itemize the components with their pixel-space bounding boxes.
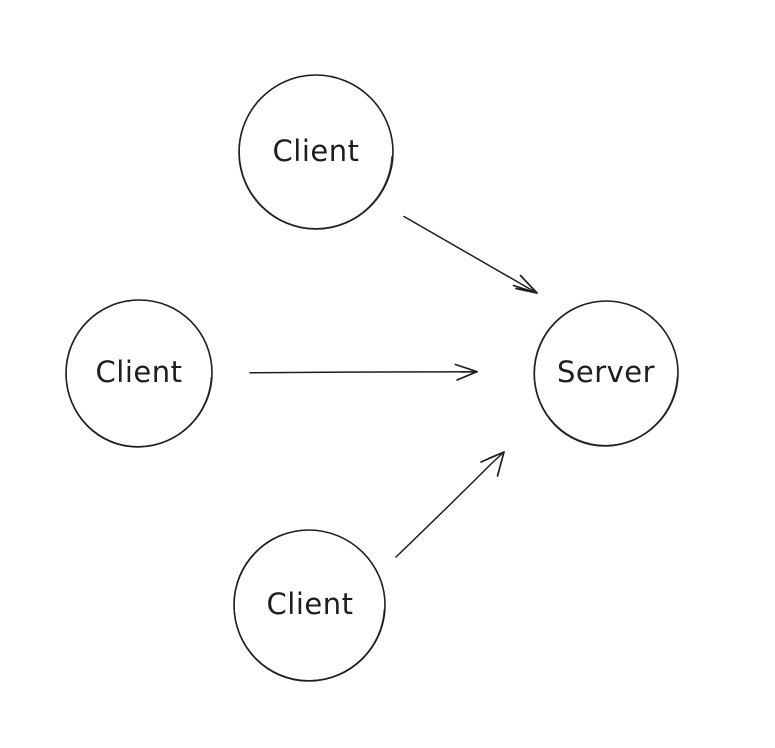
node-label: Client [96, 355, 183, 389]
edge-client-left-to-server[interactable] [249, 363, 478, 381]
edge-line [395, 451, 505, 558]
arrowhead-icon [480, 451, 505, 477]
node-client-left[interactable]: Client [65, 299, 213, 448]
node-client-top[interactable]: Client [238, 74, 394, 230]
circle-shape-overstroke [233, 529, 385, 682]
node-client-bottom[interactable]: Client [233, 529, 386, 682]
node-label: Server [557, 355, 655, 389]
circle-shape-overstroke [238, 74, 393, 230]
circle-shape-overstroke [533, 300, 678, 446]
node-label: Client [267, 587, 354, 621]
edge-line [249, 370, 478, 374]
edge-client-top-to-server[interactable] [403, 215, 538, 294]
arrowhead-icon [512, 274, 538, 294]
edge-line [403, 215, 538, 294]
node-label: Client [273, 134, 360, 168]
circle-shape-overstroke [65, 299, 212, 448]
arrowhead-icon [454, 363, 478, 381]
edge-client-bottom-to-server[interactable] [395, 451, 505, 558]
node-server[interactable]: Server [533, 300, 679, 447]
